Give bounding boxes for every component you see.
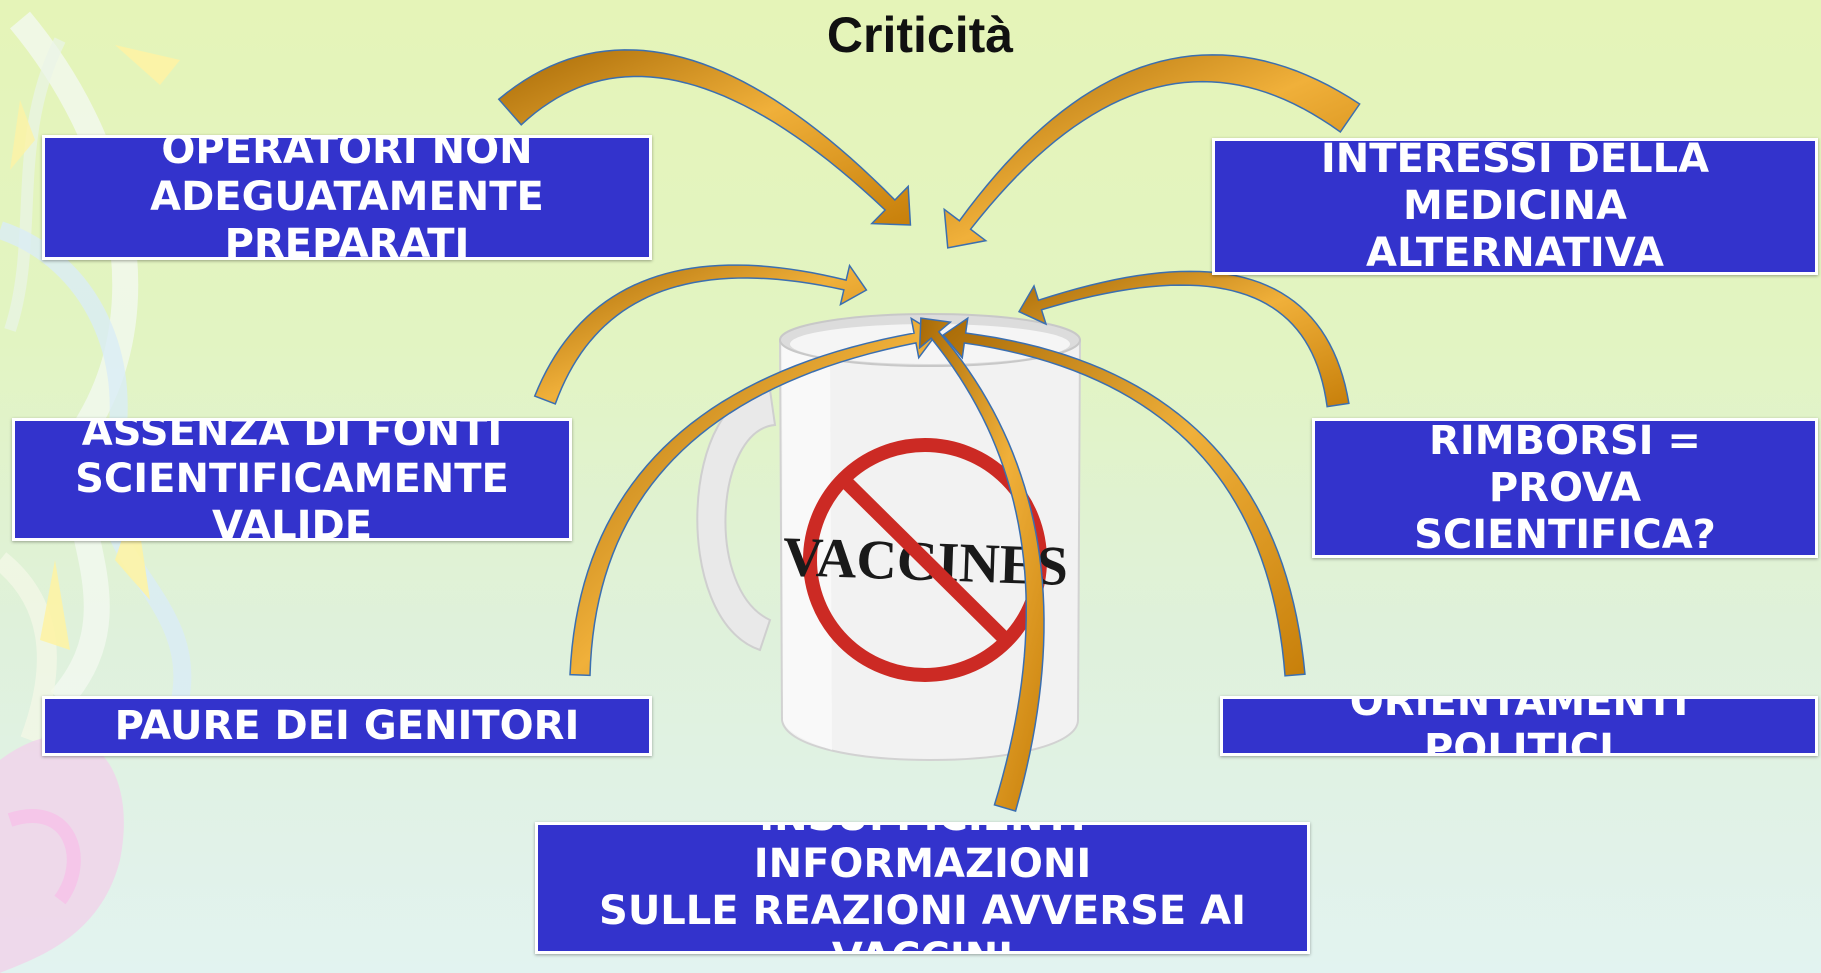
box-text-line: VALIDE [211,503,373,541]
box-text-line: POLITICI [1423,726,1615,756]
box-text-line: OPERATORI NON [161,135,533,173]
box-text-line: PREPARATI [224,221,470,260]
box-text-line: INTERESSI DELLA [1320,138,1710,182]
box-text-line: INSUFFICIENTI [759,825,1085,841]
arrow-orientamenti [942,316,1306,677]
box-text-line: SULLE REAZIONI AVVERSE AI [599,888,1246,934]
arrow-rimborsi [1017,270,1350,408]
box-insufficienti-informazioni: INSUFFICIENTIINFORMAZIONISULLE REAZIONI … [535,822,1310,954]
box-text-line: RIMBORSI = [1429,418,1701,464]
box-paure-dei-genitori: PAURE DEI GENITORI [42,696,652,756]
page-title: Criticità [826,7,1014,63]
box-text-line: VACCINI [832,935,1013,951]
box-text-line: ALTERNATIVA [1366,230,1664,275]
box-text-line: ADEGUATAMENTE [150,174,544,220]
box-text-line: MEDICINA [1403,183,1627,229]
arrow-paure [569,316,938,677]
box-text-line: ASSENZA DI FONTI [81,418,503,455]
box-text-line: ORIENTAMENTI [1349,696,1689,725]
box-text-line: SCIENTIFICA? [1414,511,1716,558]
box-text-line: INFORMAZIONI [753,841,1092,887]
arrow-assenza [533,263,868,405]
arrow-operatori [497,49,912,226]
arrow-insufficienti [918,317,1045,813]
box-text-line: PROVA [1488,464,1642,511]
box-text-line: SCIENTIFICAMENTE [75,456,509,502]
box-text-line: PAURE DEI GENITORI [114,702,580,749]
arrow-interessi [943,54,1361,249]
